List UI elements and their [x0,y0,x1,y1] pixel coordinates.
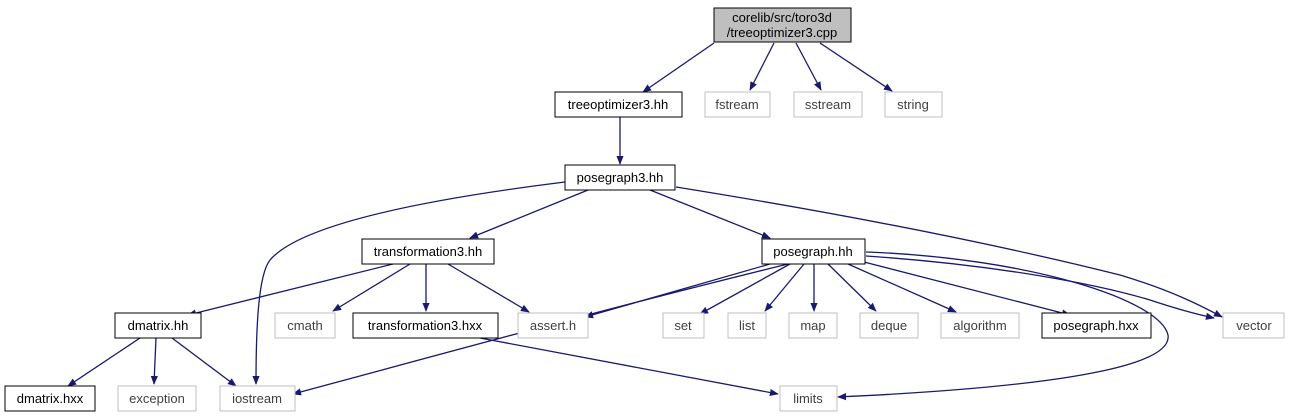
label-list: list [739,318,755,333]
node-posegraph-hxx[interactable]: posegraph.hxx [1041,312,1152,339]
edge-layer [67,42,1223,401]
edge-posegraph3-hh-to-transformation3-hh [469,189,589,239]
edge-transformation3-hh-to-cmath [332,263,411,312]
edge-root-to-sstream [795,42,822,91]
label-treeoptimizer3-hh: treeoptimizer3.hh [568,97,668,112]
node-posegraph3-hh[interactable]: posegraph3.hh [564,164,676,191]
node-assert-h: assert.h [517,312,589,339]
label-dmatrix-hxx: dmatrix.hxx [17,391,84,406]
node-cmath: cmath [274,312,336,339]
edge-posegraph3-hh-to-posegraph-hh [649,189,771,239]
edge-root-to-string [819,42,893,92]
edge-posegraph-hh-to-set [699,263,791,315]
node-fstream: fstream [704,91,771,118]
edge-transformation3-hh-to-assert-h [447,263,530,313]
node-list: list [727,312,767,339]
edge-posegraph3-hh-to-iostream [252,181,566,385]
label-string: string [897,97,929,112]
edge-posegraph-hh-to-algorithm [847,263,957,313]
node-transformation3-hh[interactable]: transformation3.hh [361,238,495,265]
edge-posegraph-hh-to-deque [827,263,877,312]
edge-posegraph-hh-to-limits [837,251,1169,401]
root-file-label-line1: corelib/src/toro3d [732,10,832,25]
node-limits: limits [779,385,838,412]
node-dmatrix-hxx[interactable]: dmatrix.hxx [4,385,96,412]
node-posegraph-hh[interactable]: posegraph.hh [761,238,866,265]
label-posegraph-hxx: posegraph.hxx [1053,318,1139,333]
node-transformation3-hxx[interactable]: transformation3.hxx [352,312,499,339]
label-posegraph3-hh: posegraph3.hh [577,170,664,185]
label-iostream: iostream [232,391,282,406]
node-set: set [662,312,705,339]
label-cmath: cmath [287,318,322,333]
node-iostream: iostream [219,385,296,412]
label-posegraph-hh: posegraph.hh [773,244,853,259]
node-map: map [788,312,838,339]
label-map: map [800,318,825,333]
edge-dmatrix-hh-to-iostream [171,337,237,387]
root-file-label-line2: /treeoptimizer3.cpp [727,25,838,40]
edge-posegraph-hh-to-list [764,263,805,312]
edge-transformation3-hxx-to-limits [479,337,779,397]
root-file-node: corelib/src/toro3d /treeoptimizer3.cpp [713,7,852,43]
edge-posegraph-hh-to-posegraph-hxx [863,261,1071,317]
node-vector: vector [1222,312,1285,339]
label-exception: exception [129,391,185,406]
label-limits: limits [793,391,823,406]
label-vector: vector [1236,318,1272,333]
label-transformation3-hxx: transformation3.hxx [368,318,483,333]
label-dmatrix-hh: dmatrix.hh [128,318,189,333]
edge-posegraph-hh-to-vector [865,255,1215,320]
edge-dmatrix-hh-to-dmatrix-hxx [67,337,141,387]
node-dmatrix-hh[interactable]: dmatrix.hh [114,312,202,339]
label-transformation3-hh: transformation3.hh [374,244,482,259]
node-layer: corelib/src/toro3d /treeoptimizer3.cpp t… [4,7,1285,412]
label-sstream: sstream [805,97,851,112]
node-sstream: sstream [793,91,863,118]
edge-dmatrix-hh-to-exception [150,337,158,385]
edge-transformation3-hh-to-dmatrix-hh [187,263,394,317]
label-assert-h: assert.h [530,318,576,333]
edge-posegraph3-hh-to-vector [675,186,1223,318]
edge-root-to-treeoptimizer3-hh [642,42,715,93]
edge-root-to-fstream [749,42,775,91]
label-deque: deque [871,318,907,333]
node-algorithm: algorithm [940,312,1020,339]
label-set: set [674,318,692,333]
node-string: string [884,91,943,118]
node-deque: deque [859,312,919,339]
label-fstream: fstream [715,97,758,112]
node-exception: exception [117,385,197,412]
node-treeoptimizer3-hh[interactable]: treeoptimizer3.hh [554,91,683,118]
label-algorithm: algorithm [953,318,1006,333]
